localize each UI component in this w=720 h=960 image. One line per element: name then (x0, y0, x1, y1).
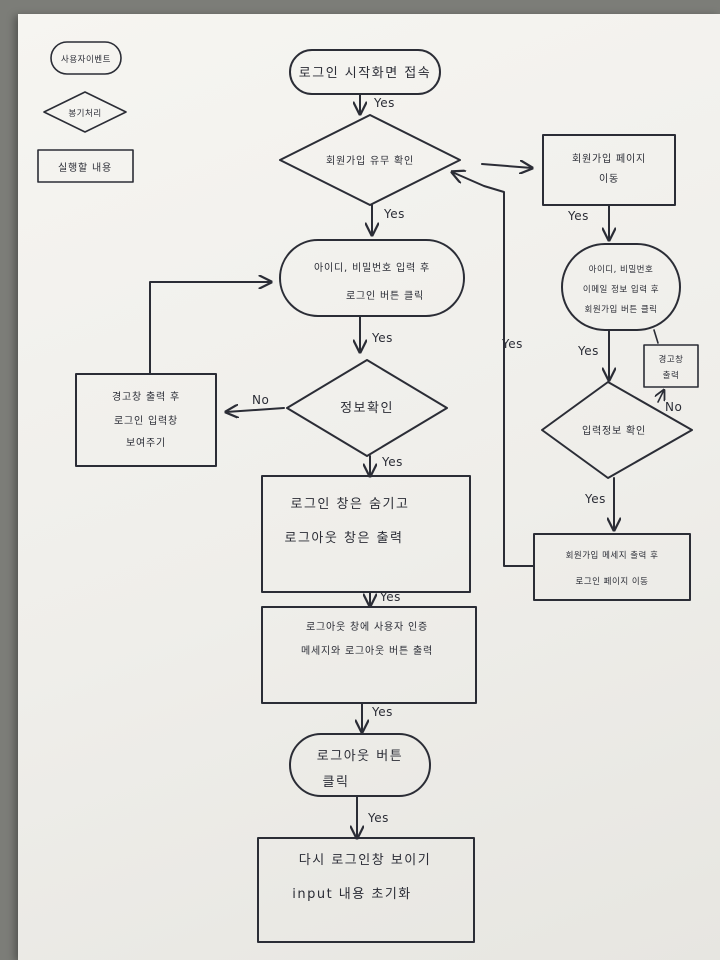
warning-box (75, 373, 217, 467)
logout-window-box (261, 606, 477, 704)
reset-line2: input 내용 초기화 (292, 887, 412, 902)
signup-page-box (542, 134, 676, 206)
logout-click-node (289, 733, 431, 797)
logout-click-line1: 로그아웃 버튼 (317, 749, 403, 764)
edge-yes-10: Yes (371, 705, 393, 719)
hide-login-line2: 로그아웃 창은 출력 (285, 531, 404, 546)
signup-check-decision (279, 114, 461, 206)
paper-sheet (18, 14, 720, 960)
edge-no-warning (658, 390, 664, 403)
logout-window-line2: 메세지와 로그아웃 버튼 출력 (301, 645, 433, 657)
input-login-line1: 아이디, 비밀번호 입력 후 (314, 261, 430, 274)
signup-done-box (533, 533, 691, 601)
edge-yes-4: Yes (371, 331, 393, 345)
start-node (289, 49, 441, 95)
info-check-label: 정보확인 (340, 401, 394, 416)
logout-window-line1: 로그아웃 창에 사용자 인증 (306, 621, 428, 633)
signup-done-line1: 회원가입 메세지 출력 후 (566, 550, 659, 561)
signup-done-line2: 로그인 페이지 이동 (576, 576, 649, 587)
legend-user-event-shape (50, 41, 122, 75)
edge-warning-loop (149, 282, 271, 375)
signup-input-line1: 아이디, 비밀번호 (589, 264, 654, 275)
edge-check-signup (481, 164, 532, 168)
legend-processing-label: 봉기처리 (68, 109, 101, 119)
logout-click-line2: 클릭 (323, 775, 350, 790)
input-check-decision (541, 381, 693, 479)
edge-info-warning (226, 408, 285, 412)
edge-done-loop (452, 172, 535, 567)
edge-yes-1: Yes (373, 96, 395, 110)
signup-warning-line1: 경고창 (659, 354, 684, 365)
input-check-label: 입력정보 확인 (582, 424, 646, 437)
signup-warning-line2: 출력 (663, 370, 680, 381)
info-check-decision (286, 359, 448, 457)
edge-yes-9: Yes (379, 590, 401, 604)
warning-line3: 보여주기 (126, 437, 166, 449)
signup-page-line1: 회원가입 페이지 (572, 152, 646, 165)
signup-warning-box (643, 344, 699, 388)
reset-line1: 다시 로그인창 보이기 (299, 853, 431, 868)
signup-input-line2: 이메일 정보 입력 후 (583, 284, 659, 295)
edge-yes-2: Yes (383, 207, 405, 221)
edge-no-2: No (665, 400, 682, 414)
legend-execution-shape (37, 149, 134, 183)
signup-input-line3: 회원가입 버튼 클릭 (585, 304, 658, 315)
warning-line1: 경고창 출력 후 (112, 390, 180, 403)
edge-no-1: No (252, 393, 269, 407)
input-login-line2: 로그인 버튼 클릭 (346, 290, 424, 302)
hide-login-box (261, 475, 471, 593)
hide-login-line1: 로그인 창은 숨기고 (291, 497, 410, 512)
legend-processing-shape (43, 91, 127, 133)
edge-warning-return (653, 329, 659, 344)
signup-check-label: 회원가입 유무 확인 (326, 154, 414, 167)
legend: 사용자이벤트 봉기처리 실행할 내용 (37, 41, 134, 183)
edge-yes-11: Yes (367, 811, 389, 825)
edge-yes-6: Yes (381, 455, 403, 469)
legend-execution-label: 실행할 내용 (58, 162, 112, 174)
reset-box (257, 837, 475, 943)
input-login-node (279, 239, 465, 317)
edge-yes-5: Yes (577, 344, 599, 358)
edge-yes-7: Yes (584, 492, 606, 506)
edge-yes-8: Yes (501, 337, 523, 351)
signup-page-line2: 이동 (599, 173, 619, 185)
edge-yes-3: Yes (567, 209, 589, 223)
legend-user-event-label: 사용자이벤트 (61, 54, 111, 65)
start-label: 로그인 시작화면 접속 (299, 66, 431, 81)
signup-input-node (561, 243, 681, 331)
warning-line2: 로그인 입력창 (114, 414, 178, 427)
